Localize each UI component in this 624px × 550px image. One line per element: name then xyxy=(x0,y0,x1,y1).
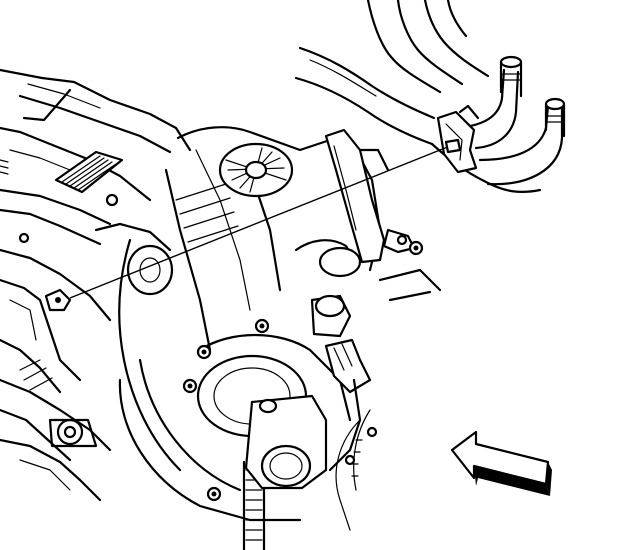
thermostat-housing xyxy=(294,239,372,472)
coolant-outlet xyxy=(244,394,328,490)
right-engine-details xyxy=(335,268,442,531)
support-bracket xyxy=(324,128,424,264)
heater-hoses xyxy=(294,0,566,193)
bracket-bolt xyxy=(44,138,462,312)
valve-cover xyxy=(0,68,192,246)
engine-block xyxy=(0,248,112,502)
direction-arrow xyxy=(450,430,552,496)
vent-grille xyxy=(54,150,124,194)
pulley xyxy=(218,142,294,198)
